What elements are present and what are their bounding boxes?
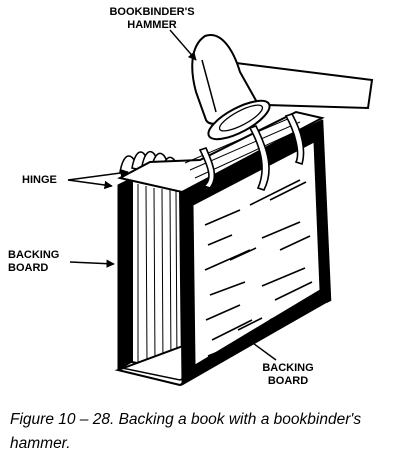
backing-board-right-label: BACKING BOARD	[248, 362, 328, 388]
backing-board-right-label-line1: BACKING	[262, 362, 314, 374]
hammer-face	[207, 99, 271, 141]
hammer-leader	[169, 29, 197, 61]
backing-board-left-label: BACKING BOARD	[8, 249, 59, 275]
backing-board-left-label-line2: BOARD	[8, 262, 49, 274]
bookbinders-hammer-label: BOOKBINDER'S HAMMER	[97, 6, 207, 32]
backing-right-leader	[245, 337, 277, 361]
hinge-label: HINGE	[22, 174, 57, 186]
bookbinders-hammer-label-line1: BOOKBINDER'S	[109, 6, 195, 18]
book	[114, 110, 332, 387]
backing-board-right-label-line2: BOARD	[267, 375, 309, 387]
figure-caption: Figure 10 – 28. Backing a book with a bo…	[10, 411, 362, 452]
hinge-leader-1	[67, 179, 113, 190]
hinge-leader-2	[67, 168, 129, 181]
bookbinders-hammer-label-line2: HAMMER	[127, 19, 177, 31]
backing-board-left-label-line1: BACKING	[8, 249, 60, 261]
hammer	[191, 34, 374, 141]
backing-board-left	[117, 177, 133, 371]
leader-lines	[67, 29, 277, 361]
backing-left-leader	[69, 259, 115, 268]
